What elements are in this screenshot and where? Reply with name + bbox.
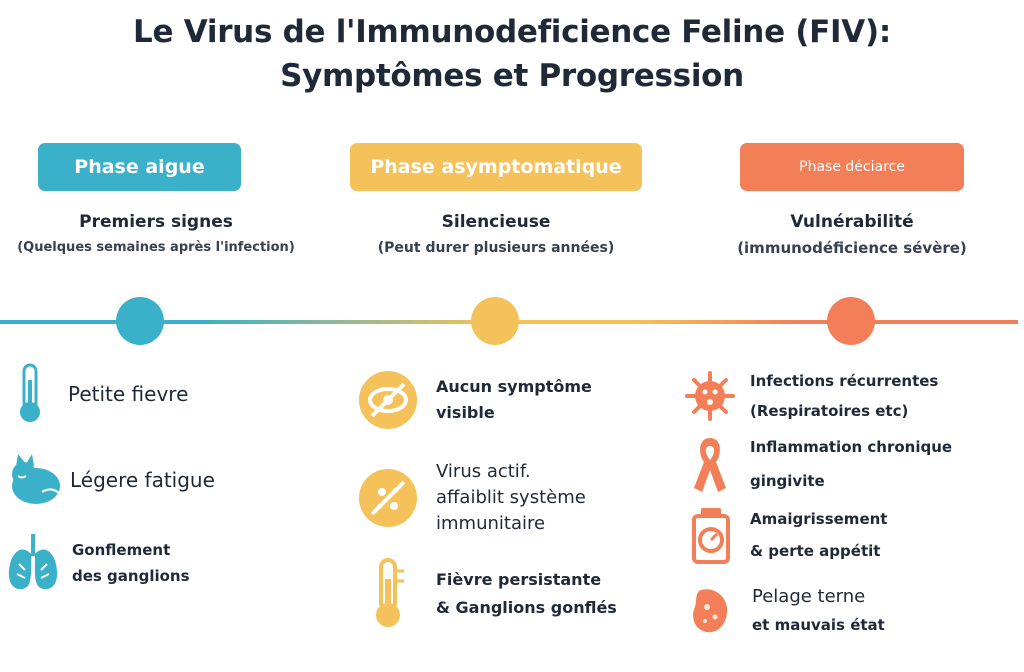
eye-off-icon (358, 370, 418, 430)
symptom-item: Gonflement des ganglions (6, 530, 190, 596)
phase-desc-asymptomatic: Silencieuse (Peut durer plusieurs années… (346, 208, 646, 260)
symptom-item: Virus actif. affaiblit système immunitai… (358, 456, 586, 540)
symptom-text: Fièvre persistante (436, 570, 602, 589)
symptom-text: des ganglions (72, 567, 190, 585)
ribbon-icon (690, 432, 730, 496)
phase-badge-asymptomatic-label: Phase asymptomatique (370, 156, 622, 178)
thermometer-icon (366, 556, 410, 632)
symptom-text: Légere fatigue (70, 468, 215, 492)
symptom-item: Pelage terne et mauvais état (688, 580, 885, 642)
virus-icon (684, 370, 736, 422)
phase-desc-declared: Vulnérabilité (immunodéficience sévère) (720, 208, 984, 260)
symptom-item: Légere fatigue (6, 450, 215, 510)
symptom-text: (Respiratoires etc) (750, 402, 909, 420)
phase-subheading-acute: (Quelques semaines après l'infection) (17, 240, 295, 255)
phase-badge-acute-label: Phase aigue (74, 156, 205, 178)
symptom-text: Amaigrissement (750, 510, 888, 528)
symptom-item: Amaigrissement & perte appétit (690, 502, 887, 568)
symptom-text: Gonflement (72, 541, 171, 559)
symptom-item: Inflammation chronique gingivite (690, 432, 952, 496)
scale-icon (690, 504, 732, 566)
symptom-item: Fièvre persistante & Ganglions gonflés (366, 556, 617, 632)
phase-heading-acute: Premiers signes (79, 212, 233, 232)
symptom-item: Infections récurrentes (Respiratoires et… (684, 366, 938, 426)
timeline-dot-declared (827, 297, 875, 345)
timeline-dot-acute (116, 297, 164, 345)
sleeping-cat-icon (6, 450, 64, 510)
symptom-text: visible (436, 403, 495, 422)
dull-coat-icon (688, 583, 734, 639)
symptom-text: Petite fievre (68, 382, 189, 406)
symptom-text: & Ganglions gonflés (436, 598, 617, 617)
phase-badge-acute: Phase aigue (38, 143, 241, 191)
symptom-text: Infections récurrentes (750, 372, 939, 390)
symptom-item: Petite fievre (8, 362, 188, 426)
symptom-text: Virus actif. (436, 461, 531, 482)
title-line-2: Symptômes et Progression (280, 58, 744, 94)
symptom-text: Pelage terne (752, 586, 866, 607)
title-line-1: Le Virus de l'Immunodeficience Feline (F… (133, 14, 891, 50)
timeline-dot-asymptomatic (471, 297, 519, 345)
phase-heading-asymptomatic: Silencieuse (441, 212, 551, 232)
symptom-text: immunitaire (436, 513, 546, 534)
virus-crossed-icon (358, 466, 418, 530)
lungs-icon (6, 530, 60, 596)
symptom-text: et mauvais état (752, 616, 885, 634)
timeline-line (0, 320, 1018, 324)
phase-subheading-asymptomatic: (Peut durer plusieurs années) (377, 240, 615, 256)
symptom-text: Inflammation chronique (750, 438, 953, 456)
symptom-text: affaiblit système (436, 487, 586, 508)
symptom-item: Aucun symptôme visible (358, 368, 592, 432)
phase-badge-declared: Phase déciarce (740, 143, 964, 191)
phase-badge-declared-label: Phase déciarce (799, 159, 905, 175)
phase-heading-declared: Vulnérabilité (790, 212, 914, 232)
symptom-text: gingivite (750, 472, 825, 490)
page-title: Le Virus de l'Immunodeficience Feline (F… (0, 10, 1024, 98)
phase-subheading-declared: (immunodéficience sévère) (737, 239, 967, 257)
phase-desc-acute: Premiers signes (Quelques semaines après… (0, 208, 312, 260)
thermometer-icon (8, 362, 52, 426)
phase-badge-asymptomatic: Phase asymptomatique (350, 143, 642, 191)
symptom-text: & perte appétit (750, 542, 881, 560)
symptom-text: Aucun symptôme (436, 377, 592, 396)
